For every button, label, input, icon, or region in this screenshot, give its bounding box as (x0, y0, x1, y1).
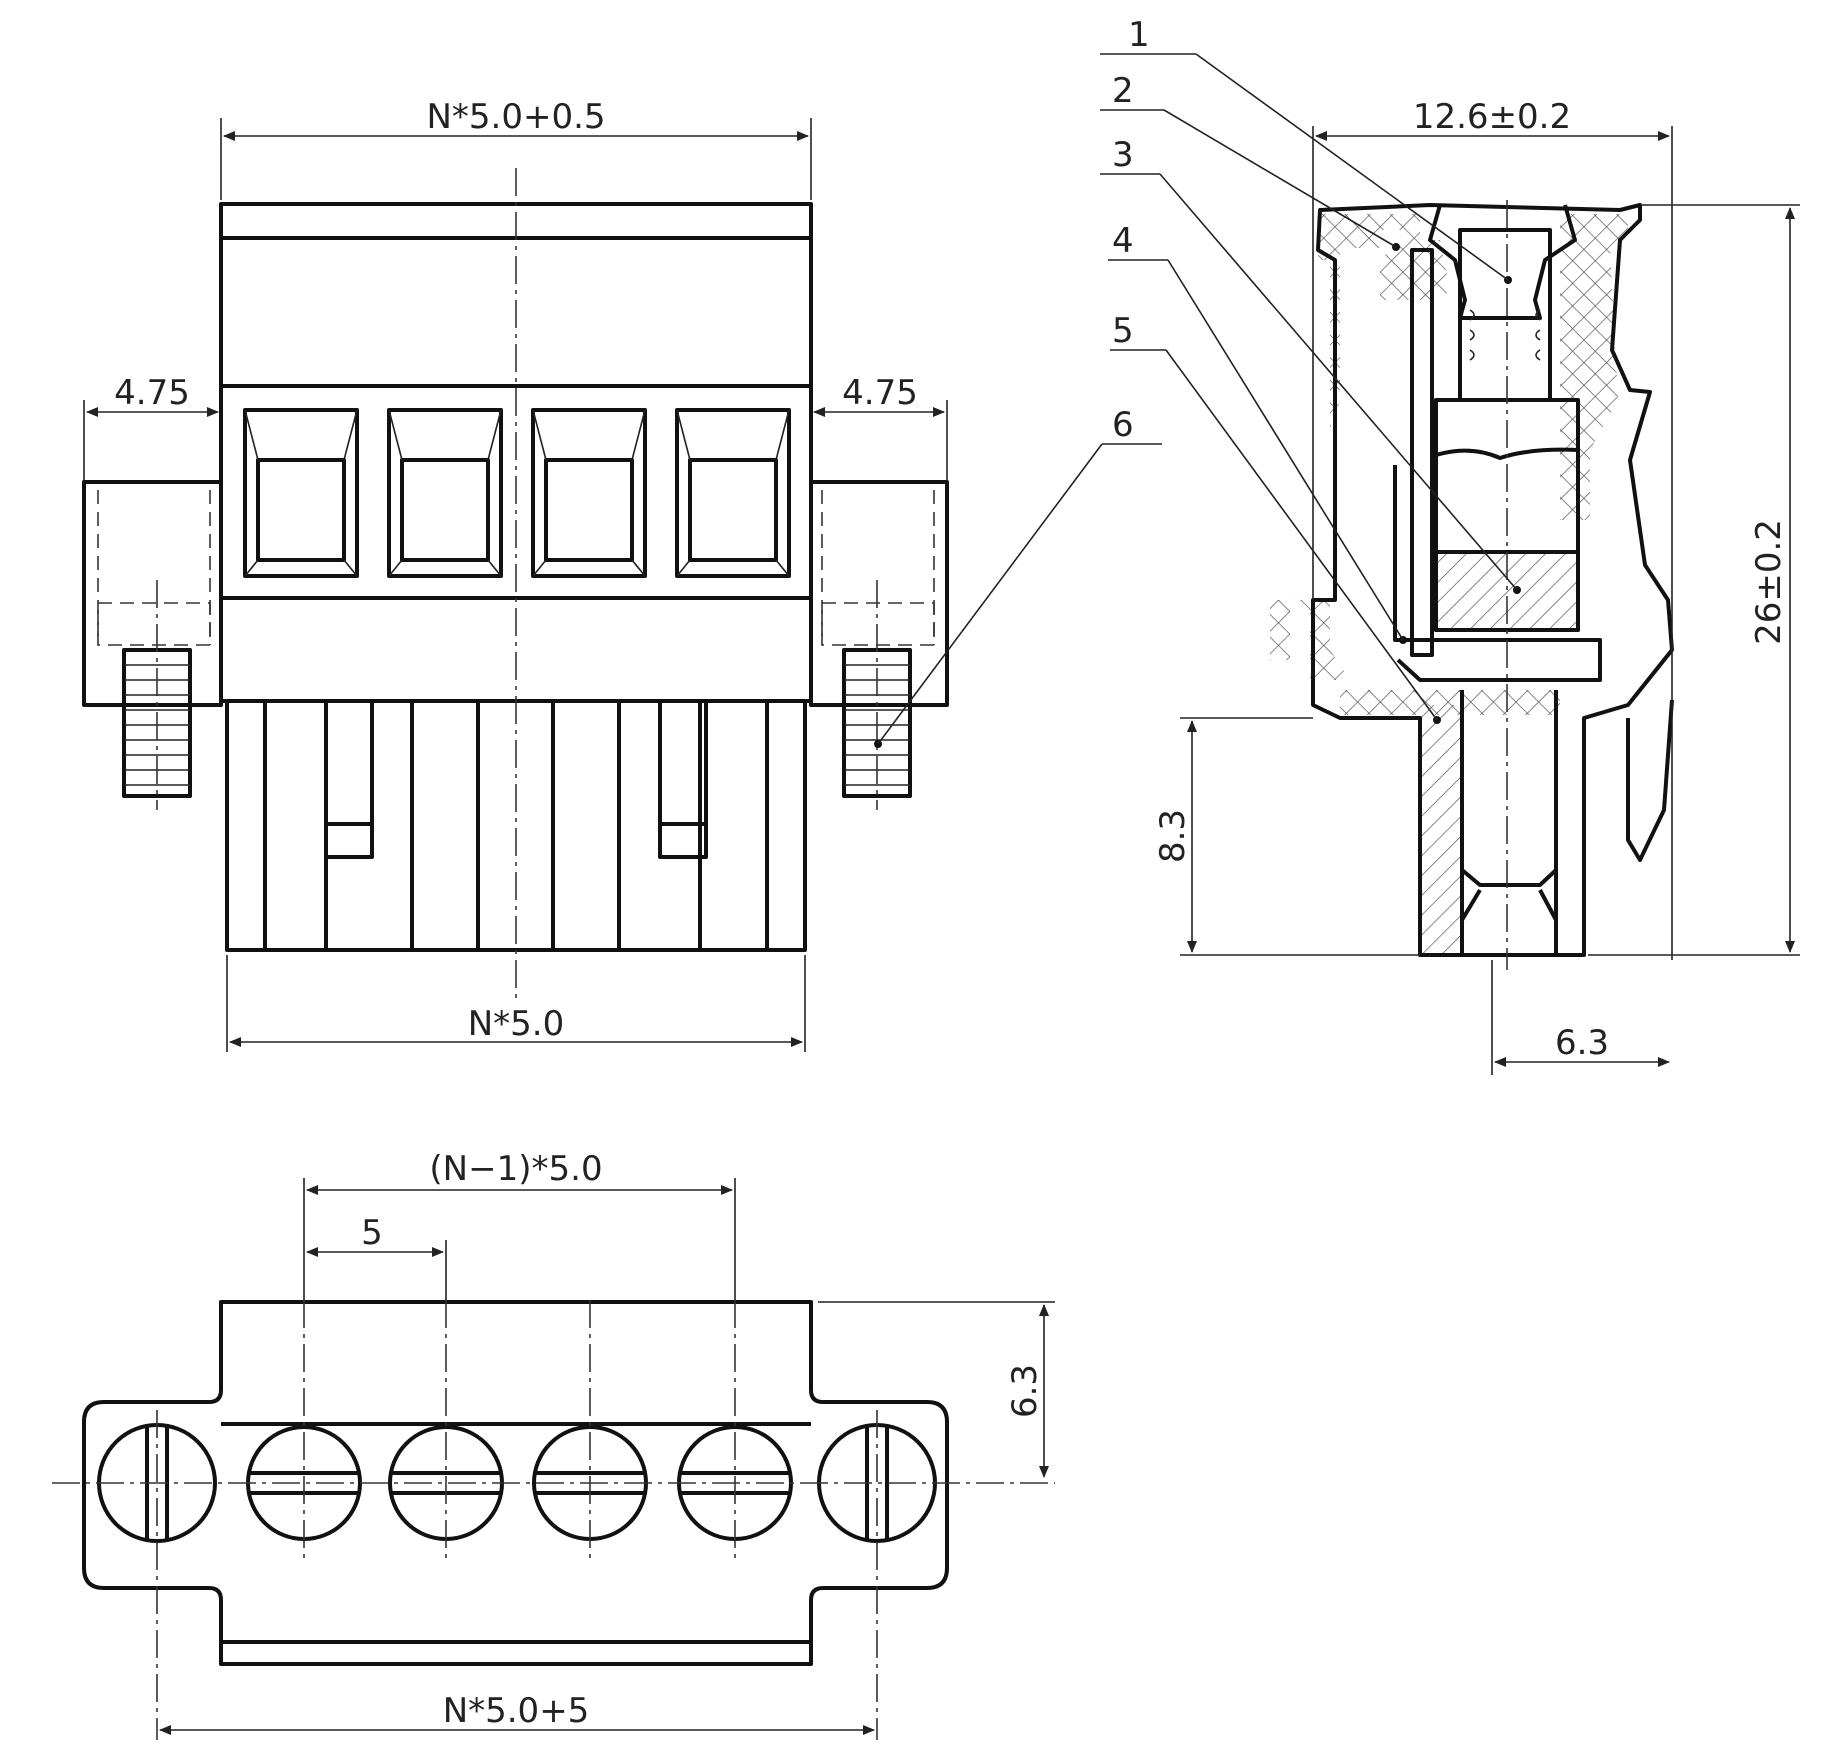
side-housing-hatch (1270, 214, 1450, 680)
callout-4: 4 (1108, 221, 1404, 641)
label-front-top-width: N*5.0+0.5 (426, 97, 605, 137)
right-flange-screw (842, 580, 912, 810)
dim-top-pitch: 5 (306, 1213, 447, 1300)
svg-text:6: 6 (1112, 405, 1134, 445)
front-view: N*5.0+0.5 (82, 97, 949, 1052)
label-side-pin-offset: 6.3 (1555, 1023, 1609, 1063)
label-right-flange: 4.75 (842, 373, 918, 413)
label-top-pitch: 5 (361, 1213, 383, 1253)
callout-5: 5 (1110, 311, 1438, 721)
dim-top-pitch-span: (N−1)*5.0 (303, 1149, 736, 1300)
label-front-bottom-width: N*5.0 (468, 1004, 565, 1044)
dim-left-flange: 4.75 (83, 373, 219, 480)
label-side-width: 12.6±0.2 (1413, 97, 1571, 137)
label-left-flange: 4.75 (114, 373, 190, 413)
plug-section (225, 699, 807, 952)
svg-text:4: 4 (1112, 221, 1134, 261)
wire-opening (243, 408, 359, 578)
callout-3: 3 (1100, 135, 1518, 591)
dim-front-bottom-width: N*5.0 (226, 955, 806, 1052)
svg-text:3: 3 (1112, 135, 1134, 175)
top-outline (82, 1300, 949, 1666)
label-side-pin-height: 8.3 (1153, 809, 1193, 863)
dim-side-height: 26±0.2 (1588, 204, 1800, 956)
dim-top-overall: N*5.0+5 (159, 1691, 875, 1735)
svg-text:1: 1 (1128, 15, 1150, 55)
label-top-depth: 6.3 (1005, 1364, 1045, 1418)
dim-side-width: 12.6±0.2 (1312, 97, 1673, 960)
svg-text:5: 5 (1112, 311, 1134, 351)
wire-opening (531, 408, 647, 578)
dim-front-top-width: N*5.0+0.5 (220, 97, 812, 200)
left-flange-screw (122, 580, 192, 810)
wire-opening (387, 408, 503, 578)
dim-right-flange: 4.75 (813, 373, 948, 480)
label-side-height: 26±0.2 (1749, 519, 1789, 645)
dim-side-pin-offset: 6.3 (1491, 960, 1670, 1075)
svg-text:2: 2 (1112, 71, 1134, 111)
callout-6: 6 (877, 405, 1162, 745)
label-top-pitch-span: (N−1)*5.0 (429, 1149, 602, 1189)
left-flange (82, 480, 223, 707)
dim-top-depth: 6.3 (818, 1301, 1055, 1478)
dim-side-pin-height: 8.3 (1153, 717, 1420, 956)
side-view: 1 2 3 4 5 6 (874, 15, 1800, 1075)
wire-opening (675, 408, 791, 578)
callout-2: 2 (1100, 71, 1397, 248)
top-view: (N−1)*5.0 5 6.3 (52, 1149, 1055, 1740)
callout-1: 1 (1100, 15, 1509, 281)
right-flange (809, 480, 949, 707)
label-top-overall: N*5.0+5 (443, 1691, 590, 1731)
